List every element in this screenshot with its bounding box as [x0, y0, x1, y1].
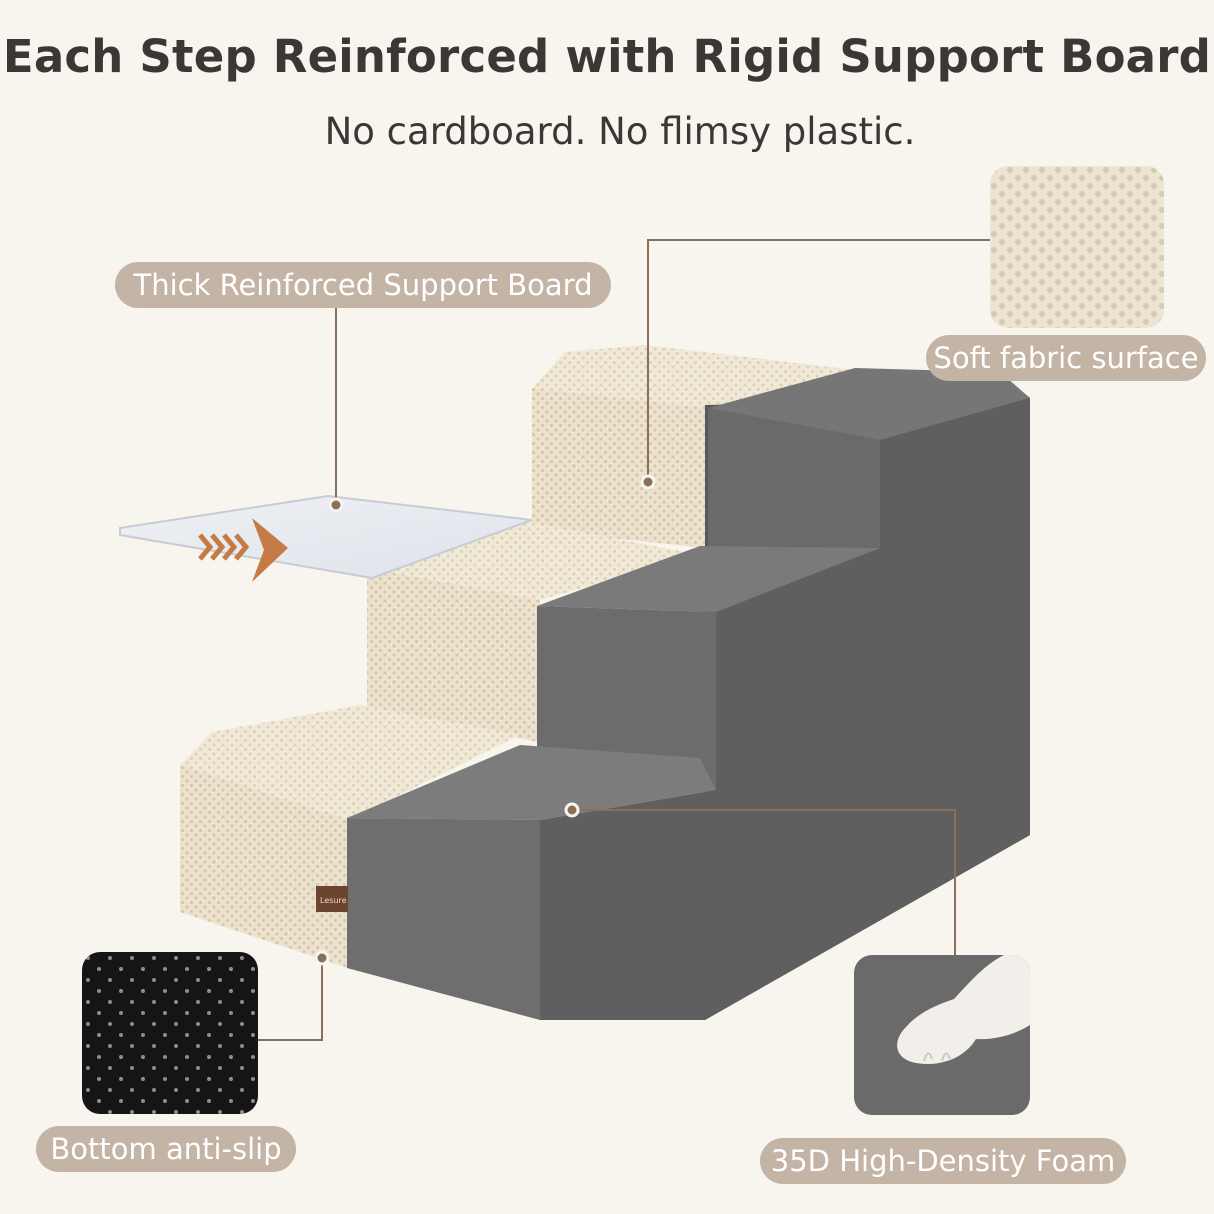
insert-arrow-icon: [198, 518, 288, 582]
anti-slip-swatch: [82, 952, 258, 1114]
page-subtitle: No cardboard. No flimsy plastic.: [324, 110, 916, 153]
callout-foam: 35D High-Density Foam: [760, 1138, 1126, 1184]
foam-swatch: [854, 955, 1030, 1115]
support-board: [119, 494, 533, 580]
leader-lines: [258, 239, 990, 1041]
fabric-swatch: [990, 166, 1164, 328]
dog-paw-icon: [897, 955, 1030, 1064]
callout-support-board: Thick Reinforced Support Board: [115, 262, 611, 308]
foam-side-steps: [347, 368, 1030, 1020]
callout-anti-slip: Bottom anti-slip: [36, 1126, 296, 1172]
brand-tag-text: Lesure: [320, 896, 347, 905]
brand-tag: [316, 886, 348, 912]
fabric-side-steps: [180, 345, 855, 968]
callout-fabric-surface: Soft fabric surface: [926, 335, 1206, 381]
leader-dots: [314, 474, 656, 966]
page-title: Each Step Reinforced with Rigid Support …: [2, 30, 1212, 83]
